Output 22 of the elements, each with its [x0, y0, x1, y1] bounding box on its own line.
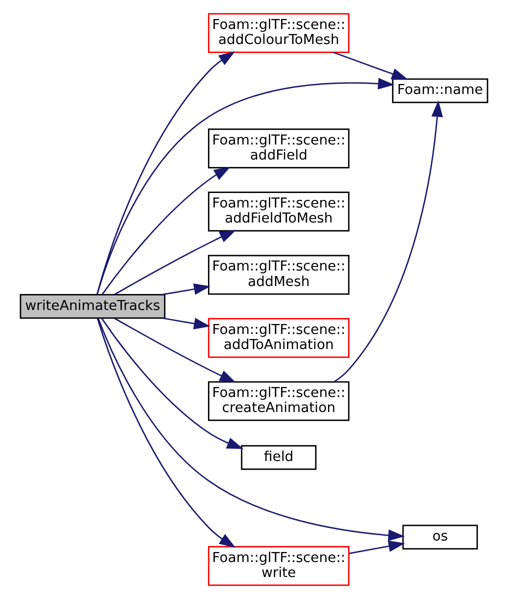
arrow	[333, 100, 442, 382]
arrow	[96, 318, 236, 548]
arrow	[114, 230, 236, 296]
node-box: os	[402, 524, 478, 550]
node-box: Foam::glTF::scene:: addToAnimation	[207, 318, 349, 358]
arrow	[100, 318, 243, 449]
node-box: field	[240, 445, 316, 470]
arrow	[332, 52, 408, 80]
arrow	[162, 283, 210, 296]
arrow	[162, 317, 210, 330]
node-box: Foam::glTF::scene:: addField	[207, 128, 349, 168]
node-box: writeAnimateTracks	[19, 294, 165, 319]
node-box: Foam::name	[392, 78, 488, 104]
arrow	[96, 51, 235, 295]
arrow	[348, 540, 405, 554]
node-box: Foam::glTF::scene:: write	[207, 546, 349, 586]
node-box: Foam::glTF::scene:: addMesh	[207, 254, 349, 295]
arrow	[114, 318, 236, 383]
node-box: Foam::glTF::scene:: addFieldToMesh	[207, 192, 349, 232]
arrow	[101, 166, 230, 295]
node-box: Foam::glTF::scene:: addColourToMesh	[207, 13, 349, 53]
node-box: Foam::glTF::scene:: createAnimation	[207, 381, 349, 422]
